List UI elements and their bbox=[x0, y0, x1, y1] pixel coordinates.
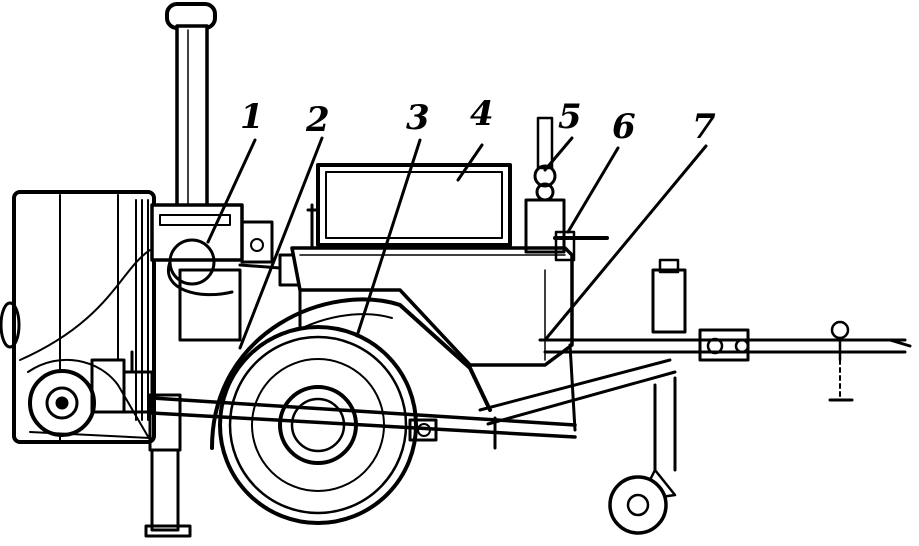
callout-label-7: 7 bbox=[692, 107, 716, 147]
callout-label-2: 2 bbox=[306, 100, 330, 140]
drive-pulley bbox=[27, 358, 151, 441]
callout-label-6: 6 bbox=[612, 107, 636, 147]
valve-column bbox=[524, 116, 609, 262]
leader-lines bbox=[206, 136, 708, 350]
support-jack bbox=[144, 393, 192, 538]
pump-unit bbox=[150, 203, 312, 342]
hopper-box bbox=[306, 163, 512, 250]
callout-label-5: 5 bbox=[558, 97, 582, 137]
callout-label-1: 1 bbox=[240, 97, 264, 137]
hydraulic-cylinder bbox=[651, 258, 687, 334]
chassis-frame bbox=[150, 338, 712, 450]
callout-label-4: 4 bbox=[470, 94, 494, 134]
caster-wheel bbox=[608, 376, 677, 535]
exhaust-pipe bbox=[165, 2, 217, 212]
tow-bar bbox=[698, 320, 912, 402]
control-valves bbox=[90, 350, 154, 414]
main-wheel bbox=[218, 325, 418, 525]
callout-label-3: 3 bbox=[406, 98, 430, 138]
